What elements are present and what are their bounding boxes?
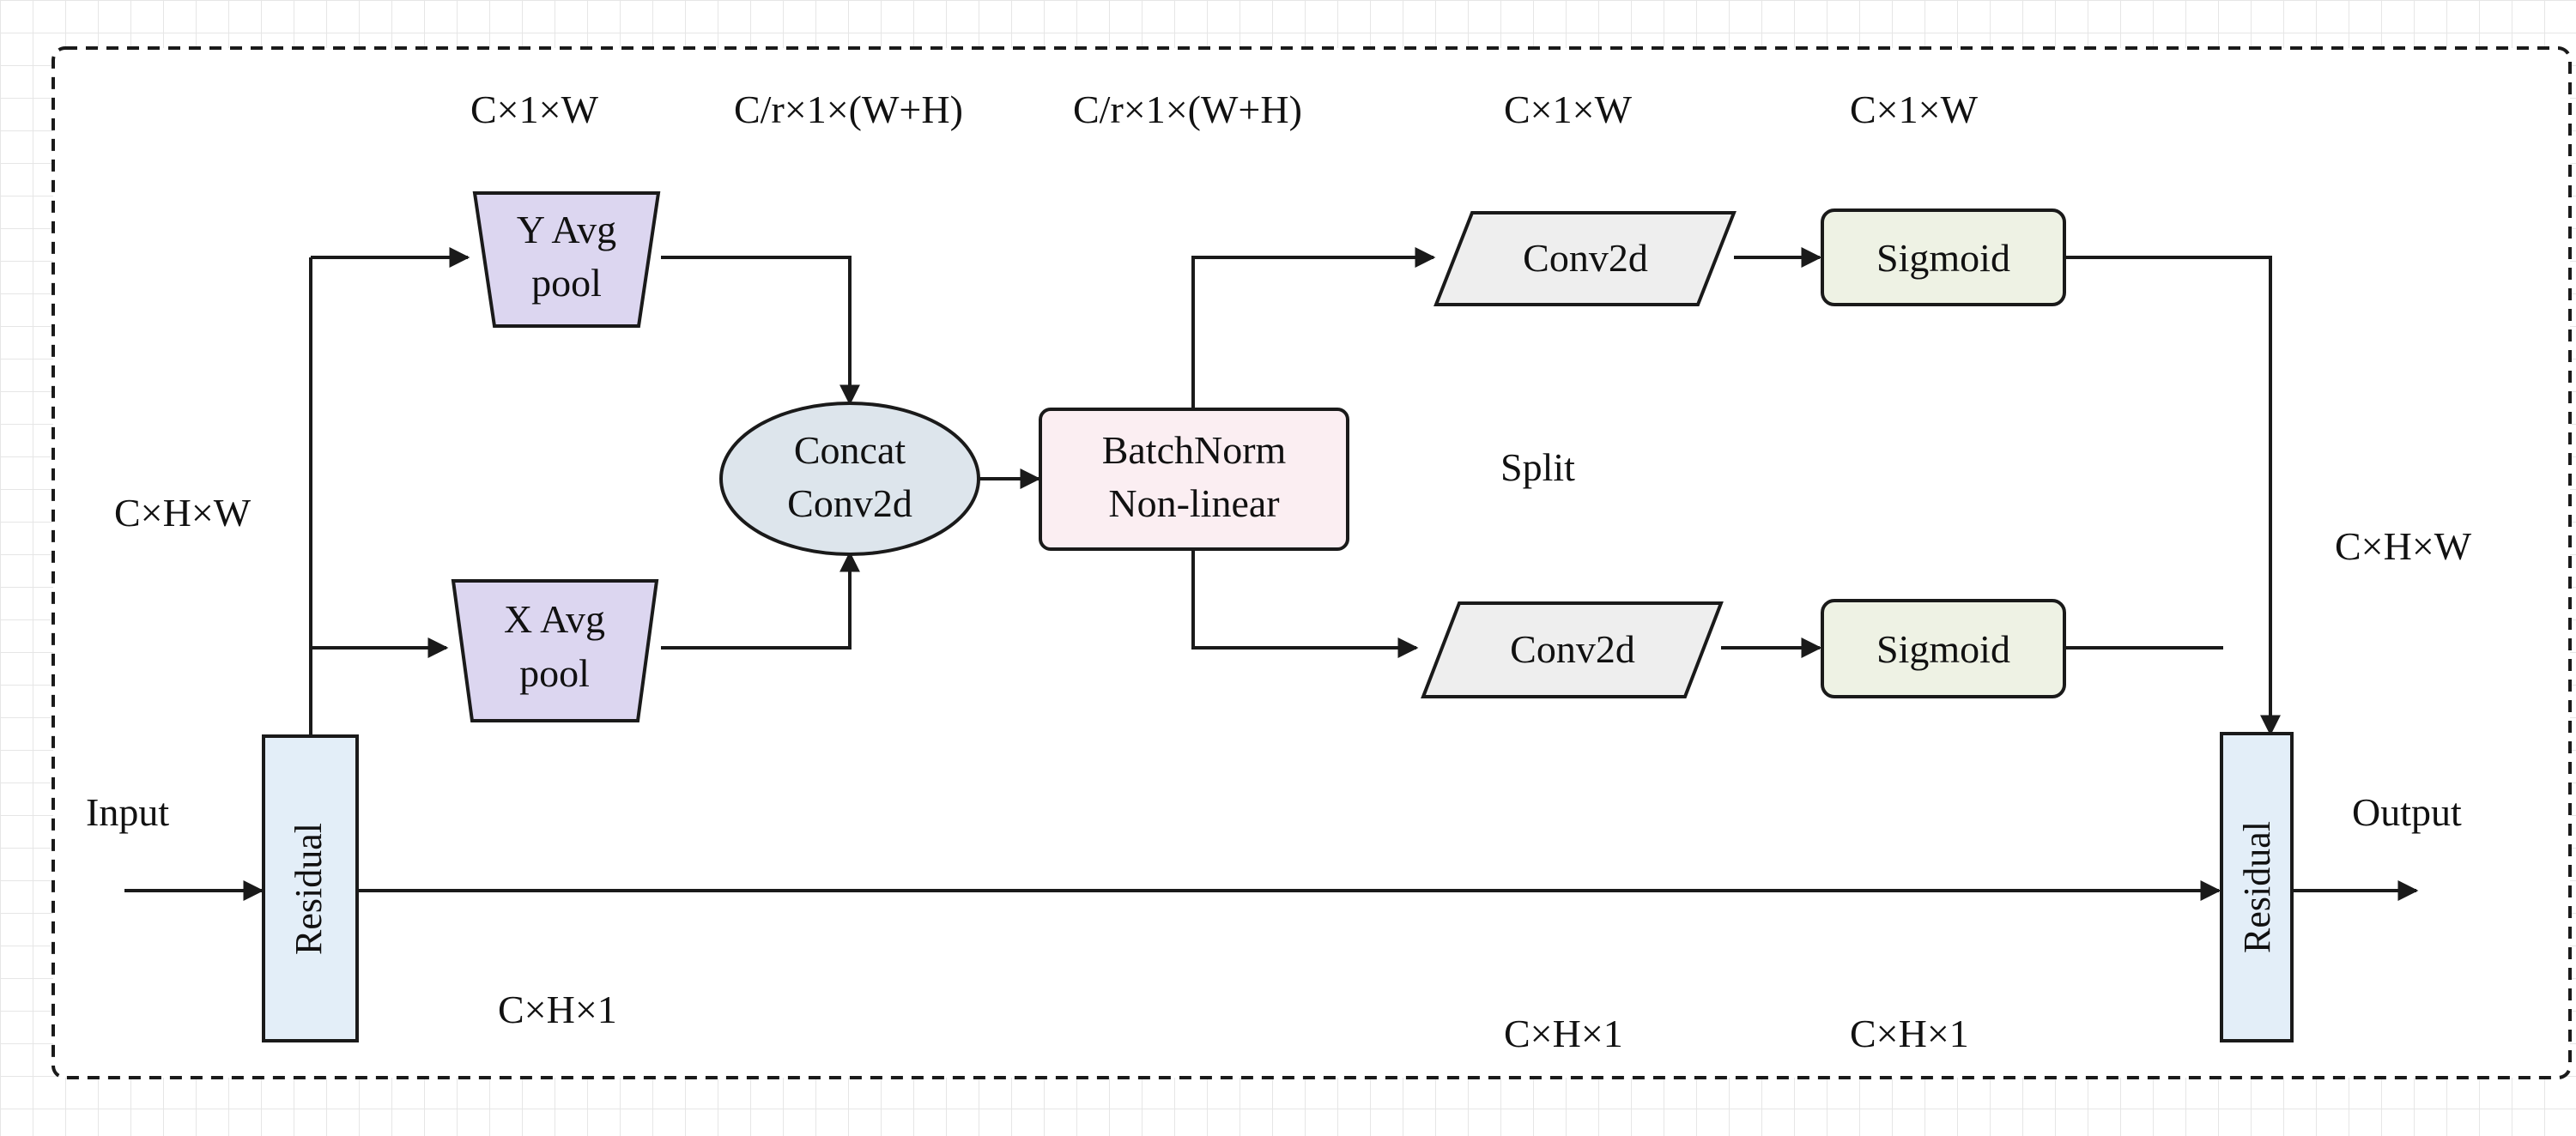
sigmoid-bottom-label: Sigmoid: [1876, 627, 2010, 671]
dim-input-label: C×H×W: [114, 491, 252, 535]
residual-input-block: Residual: [262, 734, 359, 1042]
conv2d-bottom-label: Conv2d: [1510, 627, 1635, 671]
dim-conv-top-label: C×1×W: [1504, 88, 1633, 131]
batchnorm-node: BatchNorm Non-linear: [1039, 408, 1349, 551]
batchnorm-line1: BatchNorm: [1102, 428, 1287, 472]
dim-sigmoid-top-label: C×1×W: [1850, 88, 1979, 131]
sigmoid-top-node: Sigmoid: [1821, 208, 2066, 306]
dim-sigmoid-bottom-label: C×H×1: [1850, 1012, 1969, 1055]
batchnorm-line2: Non-linear: [1108, 481, 1279, 525]
dim-concat-label: C/r×1×(W+H): [734, 88, 963, 131]
connectors: [124, 247, 2419, 901]
dim-batchnorm-label: C/r×1×(W+H): [1073, 88, 1302, 131]
split-bottom-arrow: [1191, 549, 1419, 658]
module-boundary: [52, 46, 2572, 1079]
y-avg-pool-line2: pool: [531, 261, 602, 305]
sigmoid-top-to-residual-arrow: [2064, 256, 2281, 736]
concat-line2: Conv2d: [787, 481, 912, 525]
ypool-to-concat-arrow: [661, 256, 860, 406]
y-avg-pool-node: Y Avg pool: [472, 191, 661, 328]
concat-line1: Concat: [794, 428, 906, 472]
conv2d-bottom-node: Conv2d: [1421, 601, 1724, 698]
split-label: Split: [1500, 445, 1575, 489]
sigmoid-top-label: Sigmoid: [1876, 236, 2010, 280]
x-avg-pool-node: X Avg pool: [451, 579, 659, 722]
input-label: Input: [86, 790, 169, 834]
conv2d-top-node: Conv2d: [1433, 211, 1737, 306]
conv2d-top-label: Conv2d: [1523, 236, 1648, 280]
dim-ypool-label: C×1×W: [470, 88, 599, 131]
residual-output-label: Residual: [2236, 821, 2278, 953]
output-label: Output: [2352, 790, 2462, 834]
residual-input-label: Residual: [288, 823, 330, 955]
xpool-to-concat-arrow: [661, 551, 860, 650]
dim-xpool-label: C×H×1: [498, 988, 617, 1031]
dim-output-label: C×H×W: [2335, 524, 2472, 568]
concat-conv2d-node: Concat Conv2d: [719, 402, 980, 556]
y-avg-pool-line1: Y Avg: [517, 208, 616, 251]
x-avg-pool-line1: X Avg: [504, 597, 605, 641]
x-avg-pool-line2: pool: [519, 651, 590, 695]
residual-output-block: Residual: [2220, 732, 2294, 1042]
split-top-arrow: [1191, 247, 1436, 408]
dim-conv-bottom-label: C×H×1: [1504, 1012, 1623, 1055]
sigmoid-bottom-node: Sigmoid: [1821, 599, 2066, 698]
